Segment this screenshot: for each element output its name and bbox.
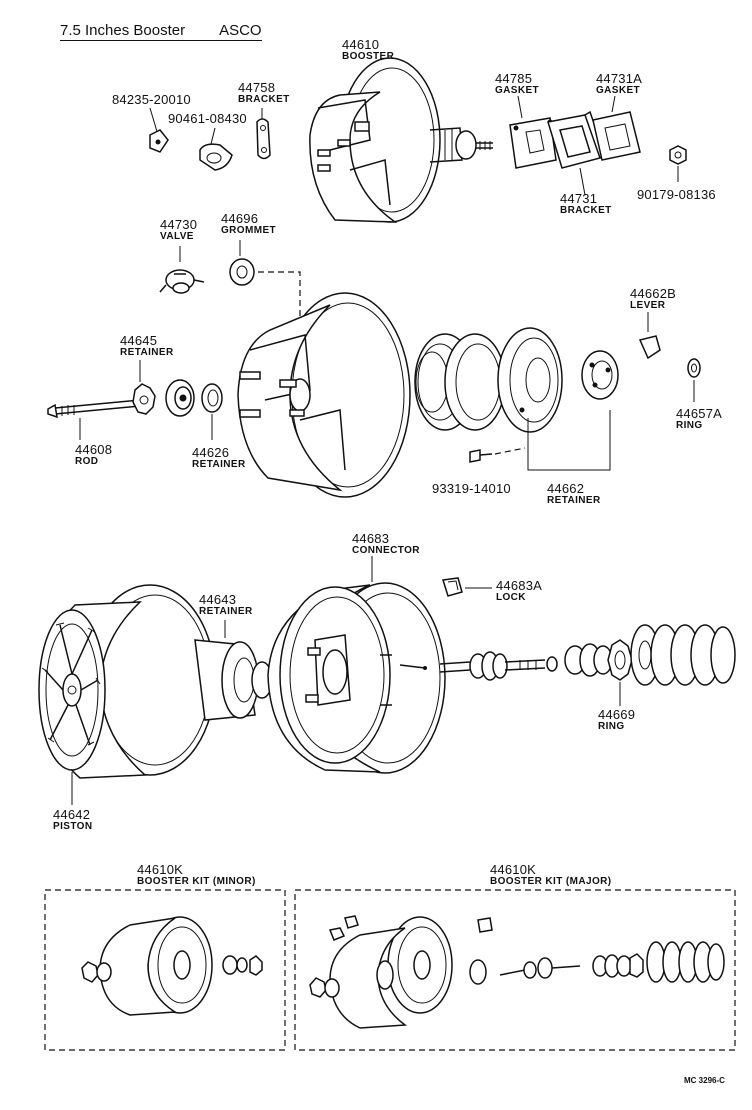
label-44610: 44610 BOOSTER: [342, 37, 395, 62]
bolt-84235-illustration: [149, 107, 169, 153]
label-44642: 44642 PISTON: [53, 807, 93, 832]
clamp-90461-illustration: [199, 127, 233, 171]
piston-44642-illustration: [38, 584, 216, 805]
seal-parts-illustration: [165, 379, 223, 440]
gasket-44731a-illustration: [592, 95, 641, 161]
ring-44669-illustration: [607, 639, 633, 706]
booster-shell-illustration: [237, 292, 411, 498]
label-44785: 44785 GASKET: [495, 71, 540, 96]
label-44758: 44758 BRACKET: [238, 80, 290, 105]
label-90461: 90461-08430: [168, 111, 247, 126]
bracket-44758-illustration: [256, 108, 271, 160]
label-44683a: 44683A LOCK: [496, 578, 543, 603]
label-90179: 90179-08136: [637, 187, 716, 202]
connector-44683-illustration: [267, 556, 446, 774]
label-44662b: 44662B LEVER: [630, 286, 677, 311]
gasket-44785-illustration: [509, 95, 557, 169]
label-44731: 44731 BRACKET: [560, 191, 612, 216]
label-44683: 44683 CONNECTOR: [352, 531, 420, 556]
nut-90179-illustration: [669, 145, 687, 182]
lock-44683a-illustration: [442, 577, 492, 597]
maker-text: ASCO: [219, 22, 262, 39]
label-44730: 44730 VALVE: [160, 217, 198, 242]
retainer-44645-illustration: [132, 360, 156, 415]
booster-assembly-illustration: [309, 57, 493, 223]
label-44731a: 44731A GASKET: [596, 71, 643, 96]
retainer-44643-illustration: [194, 620, 273, 721]
label-kit-minor: 44610K BOOSTER KIT (MINOR): [137, 862, 256, 887]
lever-44662b-illustration: [638, 312, 661, 360]
label-44626: 44626 RETAINER: [192, 445, 246, 470]
diagram-code: MC 3296-C: [684, 1076, 725, 1085]
label-44608: 44608 ROD: [75, 442, 113, 467]
label-44645: 44645 RETAINER: [120, 333, 174, 358]
label-84235: 84235-20010: [112, 92, 191, 107]
rod-44608-illustration: [47, 399, 141, 440]
label-kit-major: 44610K BOOSTER KIT (MAJOR): [490, 862, 612, 887]
kit-major-box: [294, 889, 736, 1051]
screw-93319-illustration: [469, 447, 526, 463]
diagram-title: 7.5 Inches Booster ASCO: [60, 22, 262, 41]
label-44696: 44696 GROMMET: [221, 211, 277, 236]
diaphragm-illustration: [414, 327, 563, 433]
label-44657a: 44657A RING: [676, 406, 723, 431]
label-44643: 44643 RETAINER: [199, 592, 253, 617]
retainer-44662-illustration: [527, 350, 619, 471]
kit-minor-box: [44, 889, 286, 1051]
label-44669: 44669 RING: [598, 707, 636, 732]
label-93319: 93319-14010: [432, 481, 511, 496]
booster-size-text: 7.5 Inches Booster: [60, 22, 186, 39]
valve-plunger-illustration: [439, 643, 613, 681]
label-44662: 44662 RETAINER: [547, 481, 601, 506]
valve-44730-illustration: [159, 246, 205, 294]
ring-44657a-illustration: [687, 358, 701, 402]
bellows-illustration: [630, 624, 736, 686]
